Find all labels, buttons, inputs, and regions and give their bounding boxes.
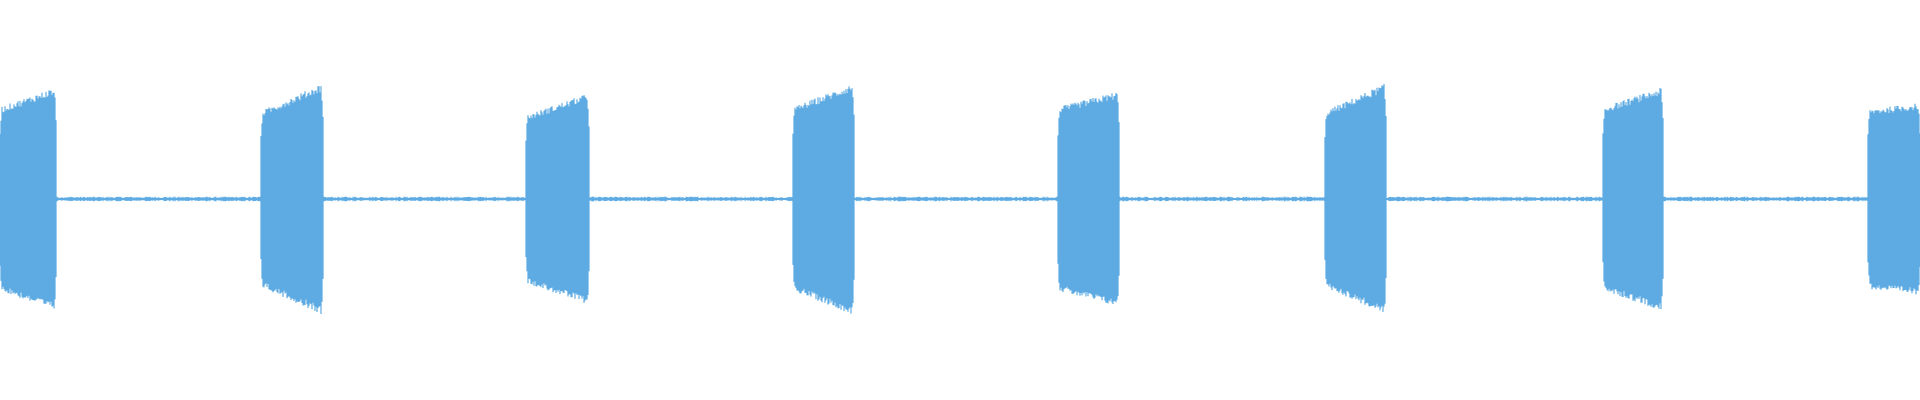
waveform-burst-7 — [1602, 88, 1664, 309]
waveform-burst-4 — [792, 86, 855, 314]
waveform-burst-3 — [525, 95, 590, 303]
waveform-burst-1 — [0, 90, 57, 309]
waveform-burst-6 — [1324, 84, 1387, 312]
waveform-burst-8 — [1867, 103, 1920, 295]
waveform-burst-2 — [260, 86, 324, 314]
waveform-bursts — [0, 84, 1920, 314]
waveform-burst-5 — [1057, 93, 1120, 304]
